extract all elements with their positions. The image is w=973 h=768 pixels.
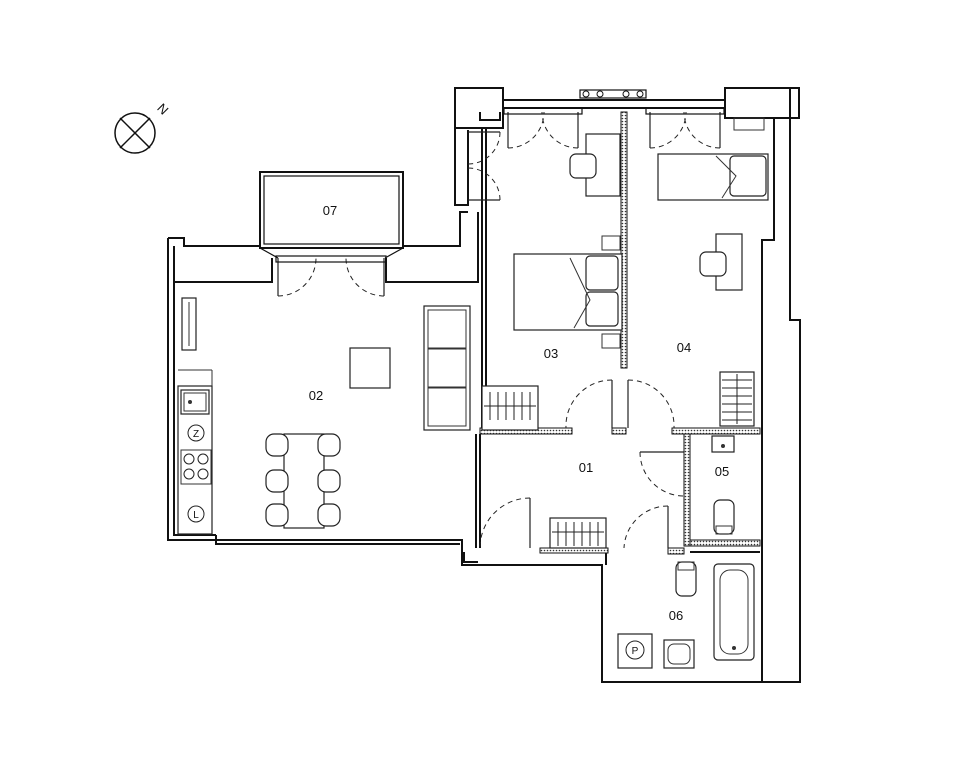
oven-symbol: Z [193,429,199,440]
bedroom-03-furniture [481,133,623,431]
washing-machine [617,633,653,669]
desk-chair-icon [569,153,597,179]
bathroom-06-fixtures: P [617,561,755,669]
dining-table [283,433,325,529]
room-label-02: 02 [309,388,323,403]
stove-burner-icon [183,468,195,480]
north-label: N [154,100,171,117]
room-labels: 07 02 03 04 01 05 06 [309,203,729,623]
wc-05-fixtures [711,435,735,535]
stove-burner-icon [197,468,209,480]
doors [275,107,725,549]
wardrobe-03 [481,385,539,431]
kitchen-counter: Z L [177,297,213,535]
toilet-icon [675,561,697,597]
room-label-01: 01 [579,460,593,475]
toilet-icon [713,499,735,535]
hall-furniture [549,517,607,549]
sofa [423,305,471,431]
balcony-07 [259,171,404,259]
fridge-icon [187,505,205,523]
living-furniture [265,305,471,529]
north-compass-icon [114,112,156,154]
oven-icon [187,424,205,442]
stove-burner-icon [183,453,195,465]
room-label-05: 05 [715,464,729,479]
interior-walls [475,111,761,565]
bathtub-icon [713,563,755,661]
desk-chair-icon [699,251,727,277]
washbasin-icon [663,639,695,669]
coffee-table [349,347,391,389]
room-label-04: 04 [677,340,691,355]
fridge-symbol: L [193,510,199,521]
exterior-walls [167,87,801,683]
shoe-rack [549,517,607,549]
room-label-07: 07 [323,203,337,218]
dining-chairs [265,433,341,527]
room-label-03: 03 [544,346,558,361]
washer-symbol: P [632,646,639,657]
stove-burner-icon [197,453,209,465]
room-label-06: 06 [669,608,683,623]
north-arrow: N [114,100,171,154]
bedroom-04-furniture [657,117,769,427]
washer-icon [625,640,645,660]
